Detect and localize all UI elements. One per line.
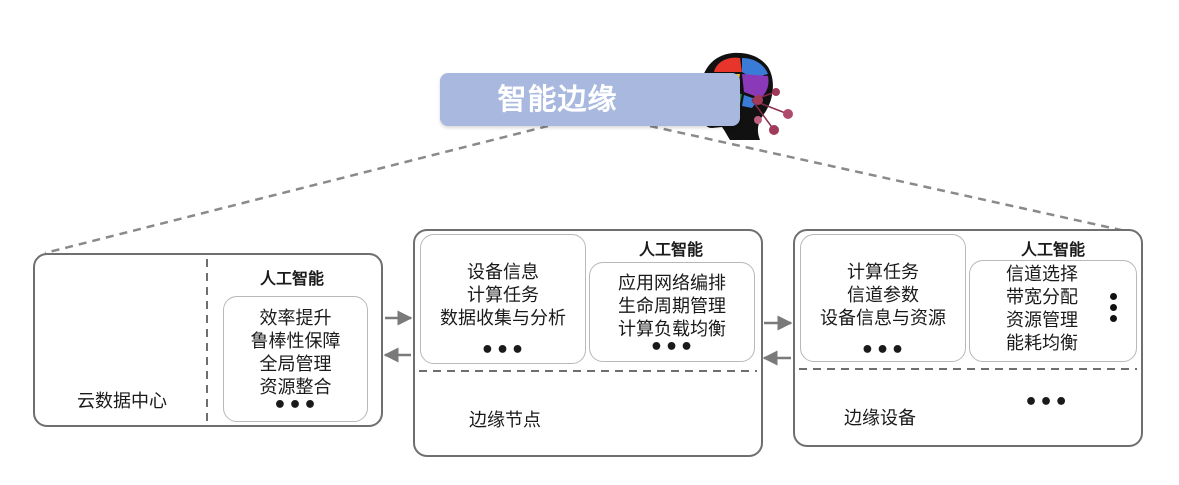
perspective-line-left: [44, 124, 549, 255]
diagram-title: 智能边缘: [497, 82, 618, 116]
cloud-ai-box: 效率提升 鲁棒性保障 全局管理 资源整合 •••: [223, 296, 368, 422]
edge-device-ai-item: 带宽分配: [1006, 287, 1078, 308]
edge-node-info-box: 设备信息 计算任务 数据收集与分析 •••: [420, 234, 586, 364]
edge-node-ai-item: 计算负载均衡: [618, 319, 726, 340]
ellipsis: •••: [649, 335, 695, 360]
edge-device-info-item: 设备信息与资源: [820, 308, 946, 329]
cloud-ai-header: 人工智能: [259, 269, 324, 288]
edge-device-ai-item: 信道选择: [1006, 264, 1078, 285]
perspective-line-right: [649, 124, 1131, 234]
ellipsis: •••: [480, 338, 526, 363]
ellipsis: •••: [860, 338, 906, 363]
edge-device-ai-item: 资源管理: [1006, 310, 1078, 331]
edge-device-ai-header: 人工智能: [1020, 240, 1085, 259]
ellipsis: •••: [272, 393, 319, 418]
devices-ellipsis: •••: [1024, 390, 1070, 415]
edge-node-ai-item: 应用网络编排: [618, 273, 726, 294]
edge-device-label: 边缘设备: [844, 408, 916, 429]
panel-divider: [799, 368, 1137, 370]
edge-node-label: 边缘节点: [469, 410, 541, 431]
cloud-ai-item: 鲁棒性保障: [250, 331, 341, 352]
edge-node-info-item: 计算任务: [467, 285, 539, 306]
cloud-ai-item: 资源整合: [259, 377, 332, 398]
edge-node-ai-header: 人工智能: [638, 240, 703, 259]
edge-node-ai-item: 生命周期管理: [618, 296, 726, 317]
edge-device-info-box: 计算任务 信道参数 设备信息与资源 •••: [800, 234, 966, 362]
edge-node-ai-box: 应用网络编排 生命周期管理 计算负载均衡 •••: [589, 262, 755, 362]
edge-device-info-item: 信道参数: [847, 285, 919, 306]
edge-device-ai-item: 能耗均衡: [1006, 333, 1078, 354]
cloud-ai-item: 效率提升: [259, 308, 332, 329]
edge-device-info-item: 计算任务: [847, 262, 919, 283]
cloud-datacenter-label: 云数据中心: [77, 391, 167, 412]
panel-divider: [206, 259, 208, 423]
edge-device-ai-box: 信道选择 带宽分配 资源管理 能耗均衡: [969, 260, 1137, 362]
panel-divider: [419, 370, 757, 372]
vertical-ellipsis: [1110, 293, 1118, 326]
edge-node-info-item: 数据收集与分析: [440, 308, 566, 329]
edge-node-info-item: 设备信息: [467, 262, 539, 283]
cloud-ai-item: 全局管理: [259, 354, 332, 375]
title-banner: [440, 73, 740, 126]
